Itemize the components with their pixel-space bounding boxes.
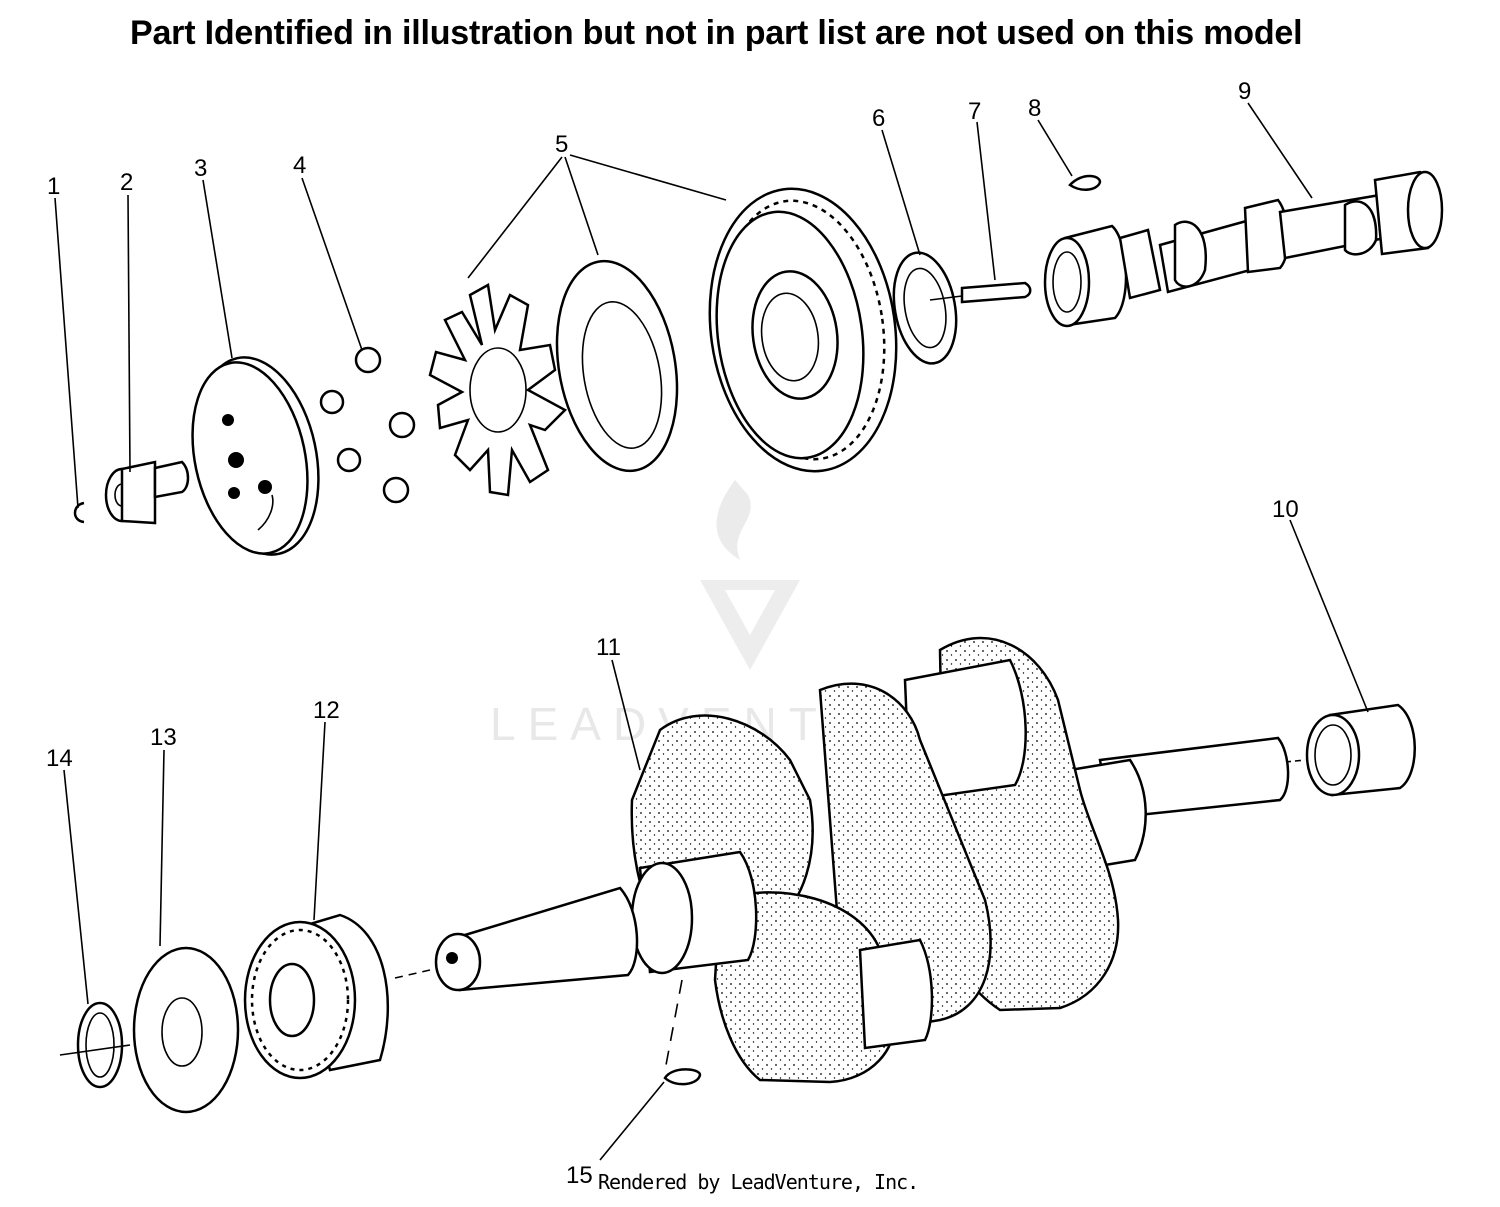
- part-12-crank-gear: [243, 913, 390, 1080]
- part-5-flyweight-retainer: [428, 283, 568, 497]
- callout-9: 9: [1238, 78, 1251, 105]
- callout-4: 4: [293, 152, 306, 179]
- callout-8: 8: [1028, 95, 1041, 122]
- callout-14: 14: [46, 745, 73, 772]
- callout-15: 15: [566, 1162, 593, 1189]
- leader-lines: [54, 102, 1369, 1161]
- part-15-woodruff-key: [663, 979, 702, 1086]
- callout-10: 10: [1272, 496, 1299, 523]
- part-2-shoulder-bolt: [104, 460, 190, 525]
- callout-5: 5: [555, 131, 568, 158]
- part-7-pin: [929, 281, 1032, 304]
- callout-labels: 1 2 3 4 5 6 7 8 9 10 11 12 13 14 15: [46, 78, 1299, 1189]
- callout-13: 13: [150, 724, 177, 751]
- callout-1: 1: [47, 173, 60, 200]
- callout-11: 11: [596, 634, 621, 661]
- render-credit: Rendered by LeadVenture, Inc.: [598, 1170, 919, 1194]
- part-5-thrust-washer: [555, 259, 679, 473]
- part-4-balls: [319, 346, 416, 504]
- callout-3: 3: [194, 155, 207, 182]
- part-11-crankshaft: [394, 636, 1290, 1084]
- callout-2: 2: [120, 169, 133, 196]
- part-13-washer: [132, 946, 240, 1114]
- diagram-notice: Part Identified in illustration but not …: [130, 14, 1303, 52]
- part-3-governor-disc: [191, 356, 320, 556]
- part-8-key: [1068, 174, 1102, 191]
- part-14-retaining-ring: [59, 1001, 131, 1089]
- callout-12: 12: [313, 697, 340, 724]
- callout-7: 7: [968, 98, 981, 125]
- part-5-cam-gear: [708, 187, 898, 473]
- part-1-snap-ring: [73, 501, 85, 524]
- callout-6: 6: [872, 105, 885, 132]
- part-6-washer: [892, 251, 958, 365]
- part-10-bushing: [1284, 703, 1416, 797]
- part-9-camshaft: [1043, 170, 1444, 328]
